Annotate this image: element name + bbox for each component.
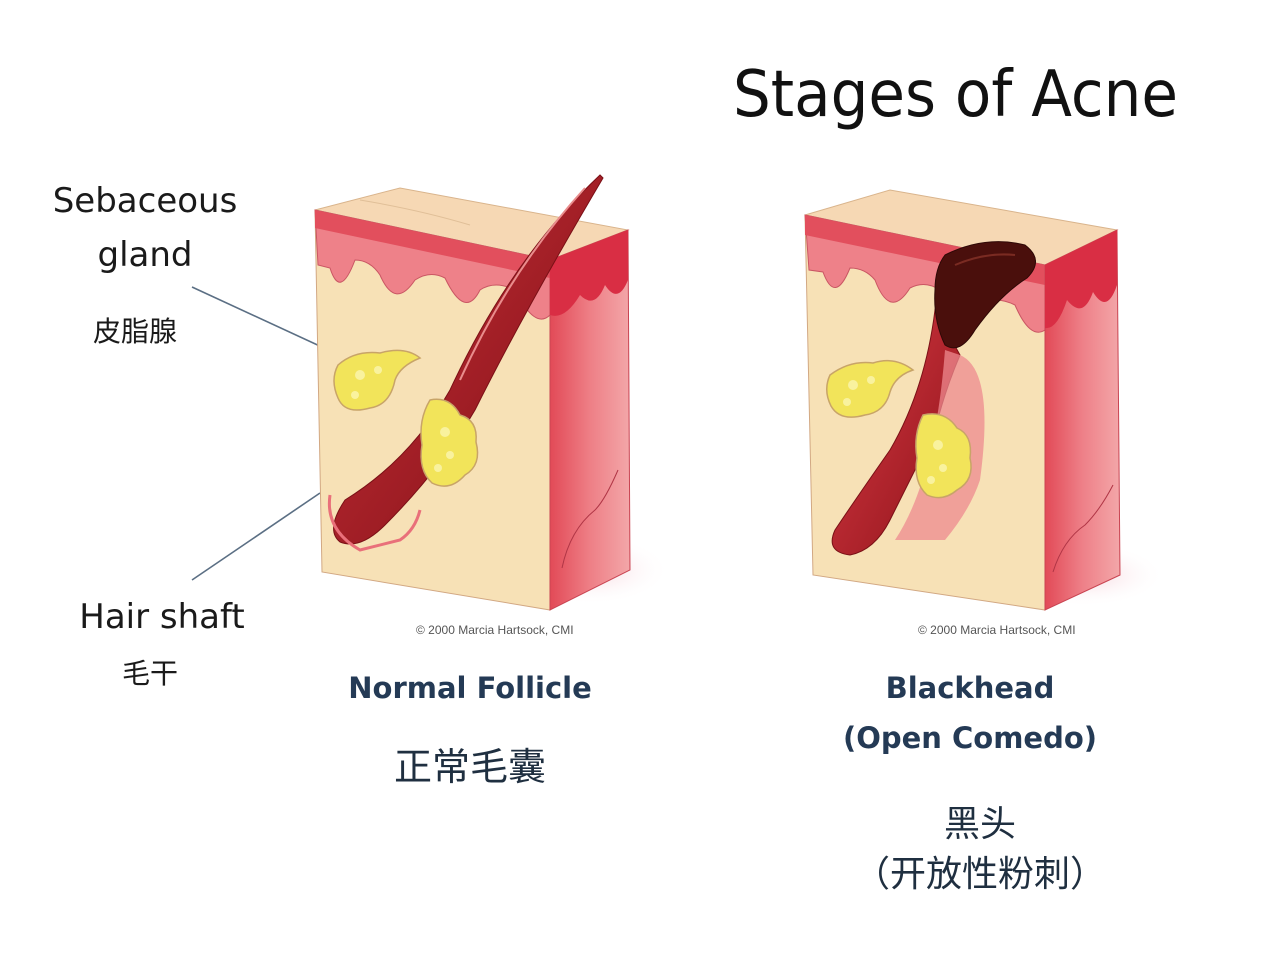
normal-follicle-caption-zh: 正常毛囊 bbox=[393, 745, 546, 789]
sebaceous-gland-label-zh: 皮脂腺 bbox=[92, 315, 177, 348]
page-title: Stages of Acne bbox=[733, 58, 1178, 132]
hair-shaft-label: Hair shaft bbox=[79, 597, 245, 637]
blackhead-caption-line2: (Open Comedo) bbox=[842, 721, 1098, 755]
blackhead-caption-zh: 黑头 （开放性粉刺） bbox=[810, 800, 1150, 900]
blackhead-credit: © 2000 Marcia Hartsock, CMI bbox=[918, 623, 1076, 637]
blackhead-caption-line1: Blackhead bbox=[885, 671, 1055, 705]
blackhead-illustration bbox=[804, 189, 1165, 611]
normal-follicle-illustration bbox=[314, 174, 670, 611]
hair-shaft-label-zh: 毛干 bbox=[121, 657, 178, 690]
blackhead-caption: Blackhead (Open Comedo) bbox=[820, 663, 1120, 763]
normal-follicle-caption: Normal Follicle bbox=[348, 671, 592, 705]
normal-follicle-credit: © 2000 Marcia Hartsock, CMI bbox=[416, 623, 574, 637]
sebaceous-gland-label-line1: Sebaceous bbox=[52, 181, 238, 221]
blackhead-caption-zh-line1: 黑头 bbox=[943, 804, 1016, 845]
sebaceous-gland-label: Sebaceous gland bbox=[40, 174, 250, 282]
sebaceous-gland-label-line2: gland bbox=[97, 235, 193, 275]
blackhead-caption-zh-line2: （开放性粉刺） bbox=[853, 854, 1106, 895]
